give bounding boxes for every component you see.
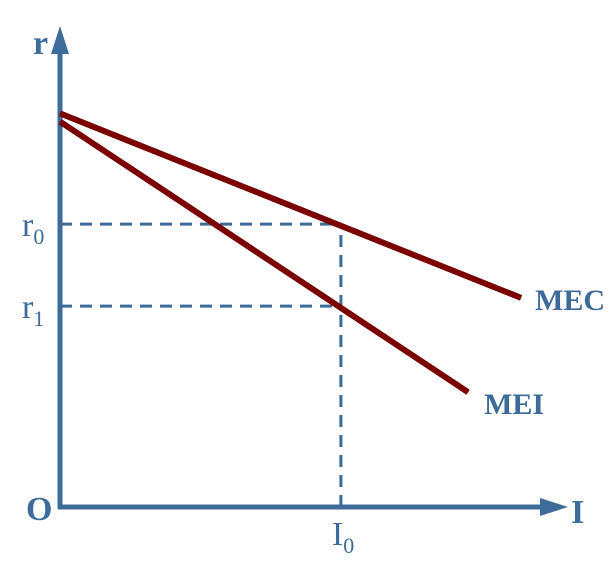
y-tick-label-1: r1 bbox=[22, 289, 44, 331]
x-axis-arrow bbox=[540, 498, 568, 516]
series-label-mec: MEC bbox=[535, 284, 605, 317]
y-axis-label: r bbox=[33, 25, 48, 62]
origin-label: O bbox=[26, 491, 52, 528]
y-axis-arrow bbox=[51, 26, 69, 54]
x-tick-label-0: I0 bbox=[332, 516, 354, 558]
series-label-mei: MEI bbox=[484, 388, 544, 421]
guide-lines bbox=[60, 222, 343, 507]
series-line-mec bbox=[58, 110, 523, 301]
series-line-mei bbox=[58, 119, 470, 395]
x-axis-label: I bbox=[571, 494, 584, 531]
y-tick-label-0: r0 bbox=[22, 207, 44, 249]
series-group: MEC MEI bbox=[58, 110, 605, 421]
